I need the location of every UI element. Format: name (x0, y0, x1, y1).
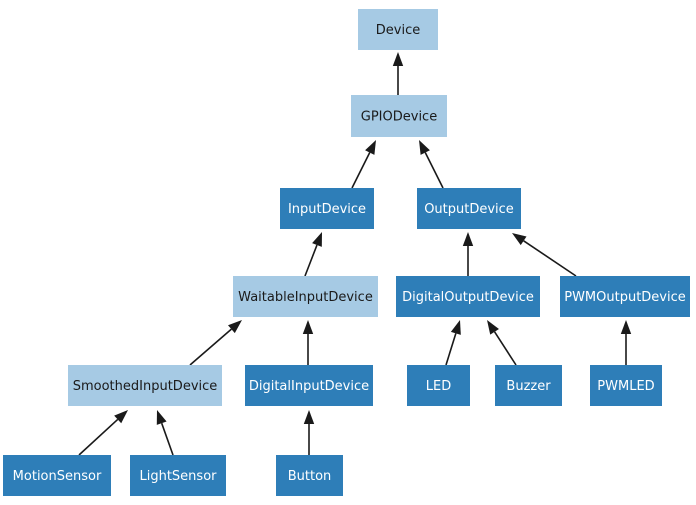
arrow-head (462, 232, 474, 246)
arrow-head (450, 320, 461, 335)
class-node-smoothedinputdevice[interactable]: SmoothedInputDevice (68, 365, 222, 406)
arrow-shaft (424, 152, 444, 189)
arrow-shaft (160, 422, 174, 456)
arrow-head (419, 140, 430, 155)
class-node-label: MotionSensor (13, 469, 102, 484)
class-node-box[interactable] (245, 365, 373, 406)
class-node-buzzer[interactable]: Buzzer (495, 365, 562, 406)
inheritance-arrow-led-to-digitaloutputdevice (445, 320, 461, 366)
class-node-label: GPIODevice (361, 110, 437, 125)
class-node-inputdevice[interactable]: InputDevice (280, 188, 374, 229)
class-node-label: DigitalOutputDevice (402, 290, 534, 305)
class-node-outputdevice[interactable]: OutputDevice (417, 188, 521, 229)
class-node-label: WaitableInputDevice (238, 290, 373, 305)
arrow-head (312, 232, 322, 247)
inheritance-arrow-gpiodevice-to-device (392, 52, 404, 95)
class-node-box[interactable] (560, 276, 690, 317)
class-node-button[interactable]: Button (276, 455, 343, 496)
class-node-label: Device (376, 23, 420, 38)
inheritance-arrow-digitalinputdevice-to-waitableinputdevice (302, 320, 314, 365)
class-node-label: LightSensor (139, 469, 217, 484)
class-node-label: DigitalInputDevice (249, 379, 369, 394)
class-node-pwmled[interactable]: PWMLED (590, 365, 662, 406)
class-node-box[interactable] (358, 9, 438, 50)
arrow-head (512, 233, 527, 246)
arrow-head (114, 410, 128, 424)
arrow-head (156, 410, 167, 425)
arrow-shaft (493, 331, 517, 366)
class-node-motionsensor[interactable]: MotionSensor (3, 455, 111, 496)
inheritance-edges-layer (78, 52, 632, 456)
class-node-waitableinputdevice[interactable]: WaitableInputDevice (233, 276, 378, 317)
class-node-label: OutputDevice (424, 202, 514, 217)
arrow-head (303, 410, 315, 424)
arrow-head (302, 320, 314, 334)
inheritance-arrow-motionsensor-to-smoothedinputdevice (78, 410, 128, 456)
class-node-box[interactable] (280, 188, 374, 229)
class-node-label: PWMLED (597, 379, 654, 394)
class-node-digitalinputdevice[interactable]: DigitalInputDevice (245, 365, 373, 406)
inheritance-arrow-inputdevice-to-gpiodevice (351, 140, 376, 189)
class-node-label: SmoothedInputDevice (73, 379, 218, 394)
inheritance-arrow-pwmoutputdevice-to-outputdevice (512, 233, 577, 277)
inheritance-arrow-button-to-digitalinputdevice (303, 410, 315, 455)
class-node-pwmoutputdevice[interactable]: PWMOutputDevice (560, 276, 690, 317)
arrow-head (365, 140, 376, 155)
arrow-head (392, 52, 404, 66)
class-node-box[interactable] (407, 365, 470, 406)
class-node-device[interactable]: Device (358, 9, 438, 50)
arrow-shaft (78, 418, 119, 456)
class-node-box[interactable] (417, 188, 521, 229)
arrow-shaft (445, 333, 457, 366)
inheritance-arrow-pwmled-to-pwmoutputdevice (620, 320, 632, 365)
inheritance-arrow-lightsensor-to-smoothedinputdevice (156, 410, 174, 456)
class-node-box[interactable] (276, 455, 343, 496)
arrow-shaft (523, 240, 577, 277)
class-node-box[interactable] (3, 455, 111, 496)
class-node-box[interactable] (130, 455, 226, 496)
class-node-box[interactable] (233, 276, 378, 317)
class-node-box[interactable] (351, 95, 447, 137)
class-node-label: Button (288, 469, 332, 484)
inheritance-arrow-outputdevice-to-gpiodevice (419, 140, 444, 189)
inheritance-arrow-smoothedinputdevice-to-waitableinputdevice (189, 320, 242, 366)
class-node-box[interactable] (68, 365, 222, 406)
class-node-box[interactable] (590, 365, 662, 406)
class-node-digitaloutputdevice[interactable]: DigitalOutputDevice (396, 276, 540, 317)
class-node-led[interactable]: LED (407, 365, 470, 406)
class-node-label: Buzzer (506, 379, 551, 394)
arrow-head (228, 320, 242, 334)
class-node-box[interactable] (495, 365, 562, 406)
arrow-shaft (304, 244, 318, 277)
arrow-head (620, 320, 632, 334)
class-node-label: LED (426, 379, 451, 394)
arrow-head (487, 320, 499, 335)
arrow-shaft (189, 328, 232, 366)
arrow-shaft (351, 152, 371, 189)
class-node-gpiodevice[interactable]: GPIODevice (351, 95, 447, 137)
class-node-label: InputDevice (288, 202, 366, 217)
inheritance-arrow-digitaloutputdevice-to-outputdevice (462, 232, 474, 276)
inheritance-arrow-buzzer-to-digitaloutputdevice (487, 320, 517, 366)
inheritance-arrow-waitableinputdevice-to-inputdevice (304, 232, 322, 277)
class-node-lightsensor[interactable]: LightSensor (130, 455, 226, 496)
class-node-label: PWMOutputDevice (564, 290, 686, 305)
class-node-box[interactable] (396, 276, 540, 317)
